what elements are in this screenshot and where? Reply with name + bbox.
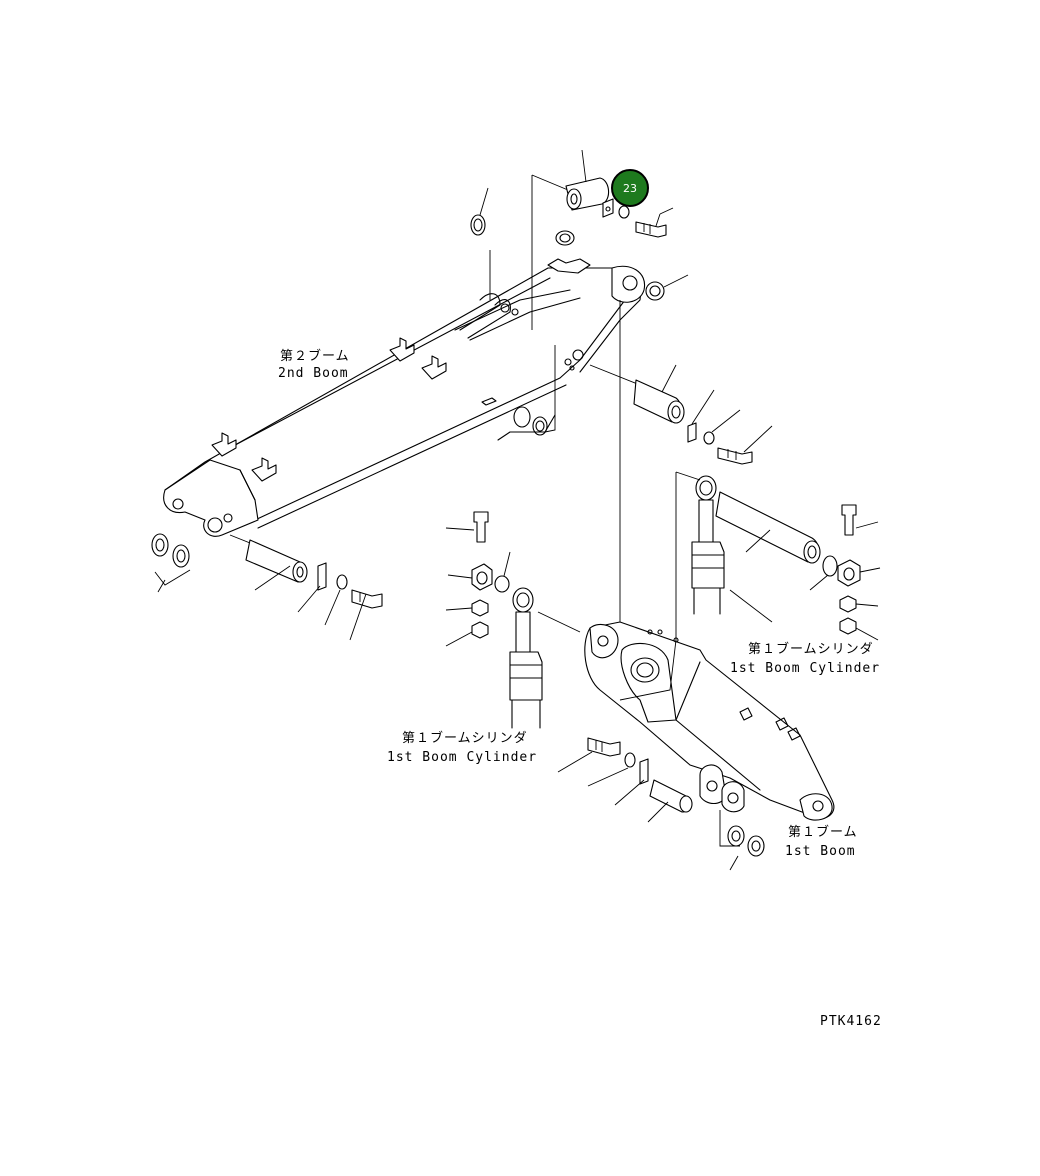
- middle-pin-hardware: [589, 300, 773, 700]
- second-boom: [163, 174, 646, 537]
- rod-end-hardware-right: [837, 504, 881, 641]
- first-boom-cylinder-left-label-en: 1st Boom Cylinder: [387, 750, 537, 765]
- callout-circle[interactable]: [611, 169, 649, 207]
- first-boom-cylinder-right: [675, 471, 773, 690]
- top-pin-hardware: [470, 149, 689, 301]
- first-boom-cylinder-right-label-jp: 第１ブームシリンダ: [748, 641, 874, 657]
- second-boom-label-en: 2nd Boom: [278, 366, 349, 381]
- callout-number[interactable]: 23: [623, 182, 637, 195]
- rod-end-hardware-left: [445, 511, 511, 647]
- first-boom-foot-hardware: [557, 737, 765, 871]
- drawing-code: PTK4162: [820, 1014, 882, 1029]
- first-boom-label-jp: 第１ブーム: [788, 824, 858, 840]
- first-boom: [584, 621, 835, 821]
- second-boom-label-jp: 第２ブーム: [280, 348, 350, 364]
- first-boom-cylinder-left-label-jp: 第１ブームシリンダ: [402, 730, 528, 746]
- cylinder-pin-right: [715, 491, 838, 591]
- first-boom-label-en: 1st Boom: [785, 844, 856, 859]
- callout-23[interactable]: 23: [611, 169, 649, 207]
- first-boom-cylinder-left: [509, 587, 581, 729]
- first-boom-cylinder-right-label-en: 1st Boom Cylinder: [730, 661, 880, 676]
- foot-pin-hardware: [151, 533, 383, 641]
